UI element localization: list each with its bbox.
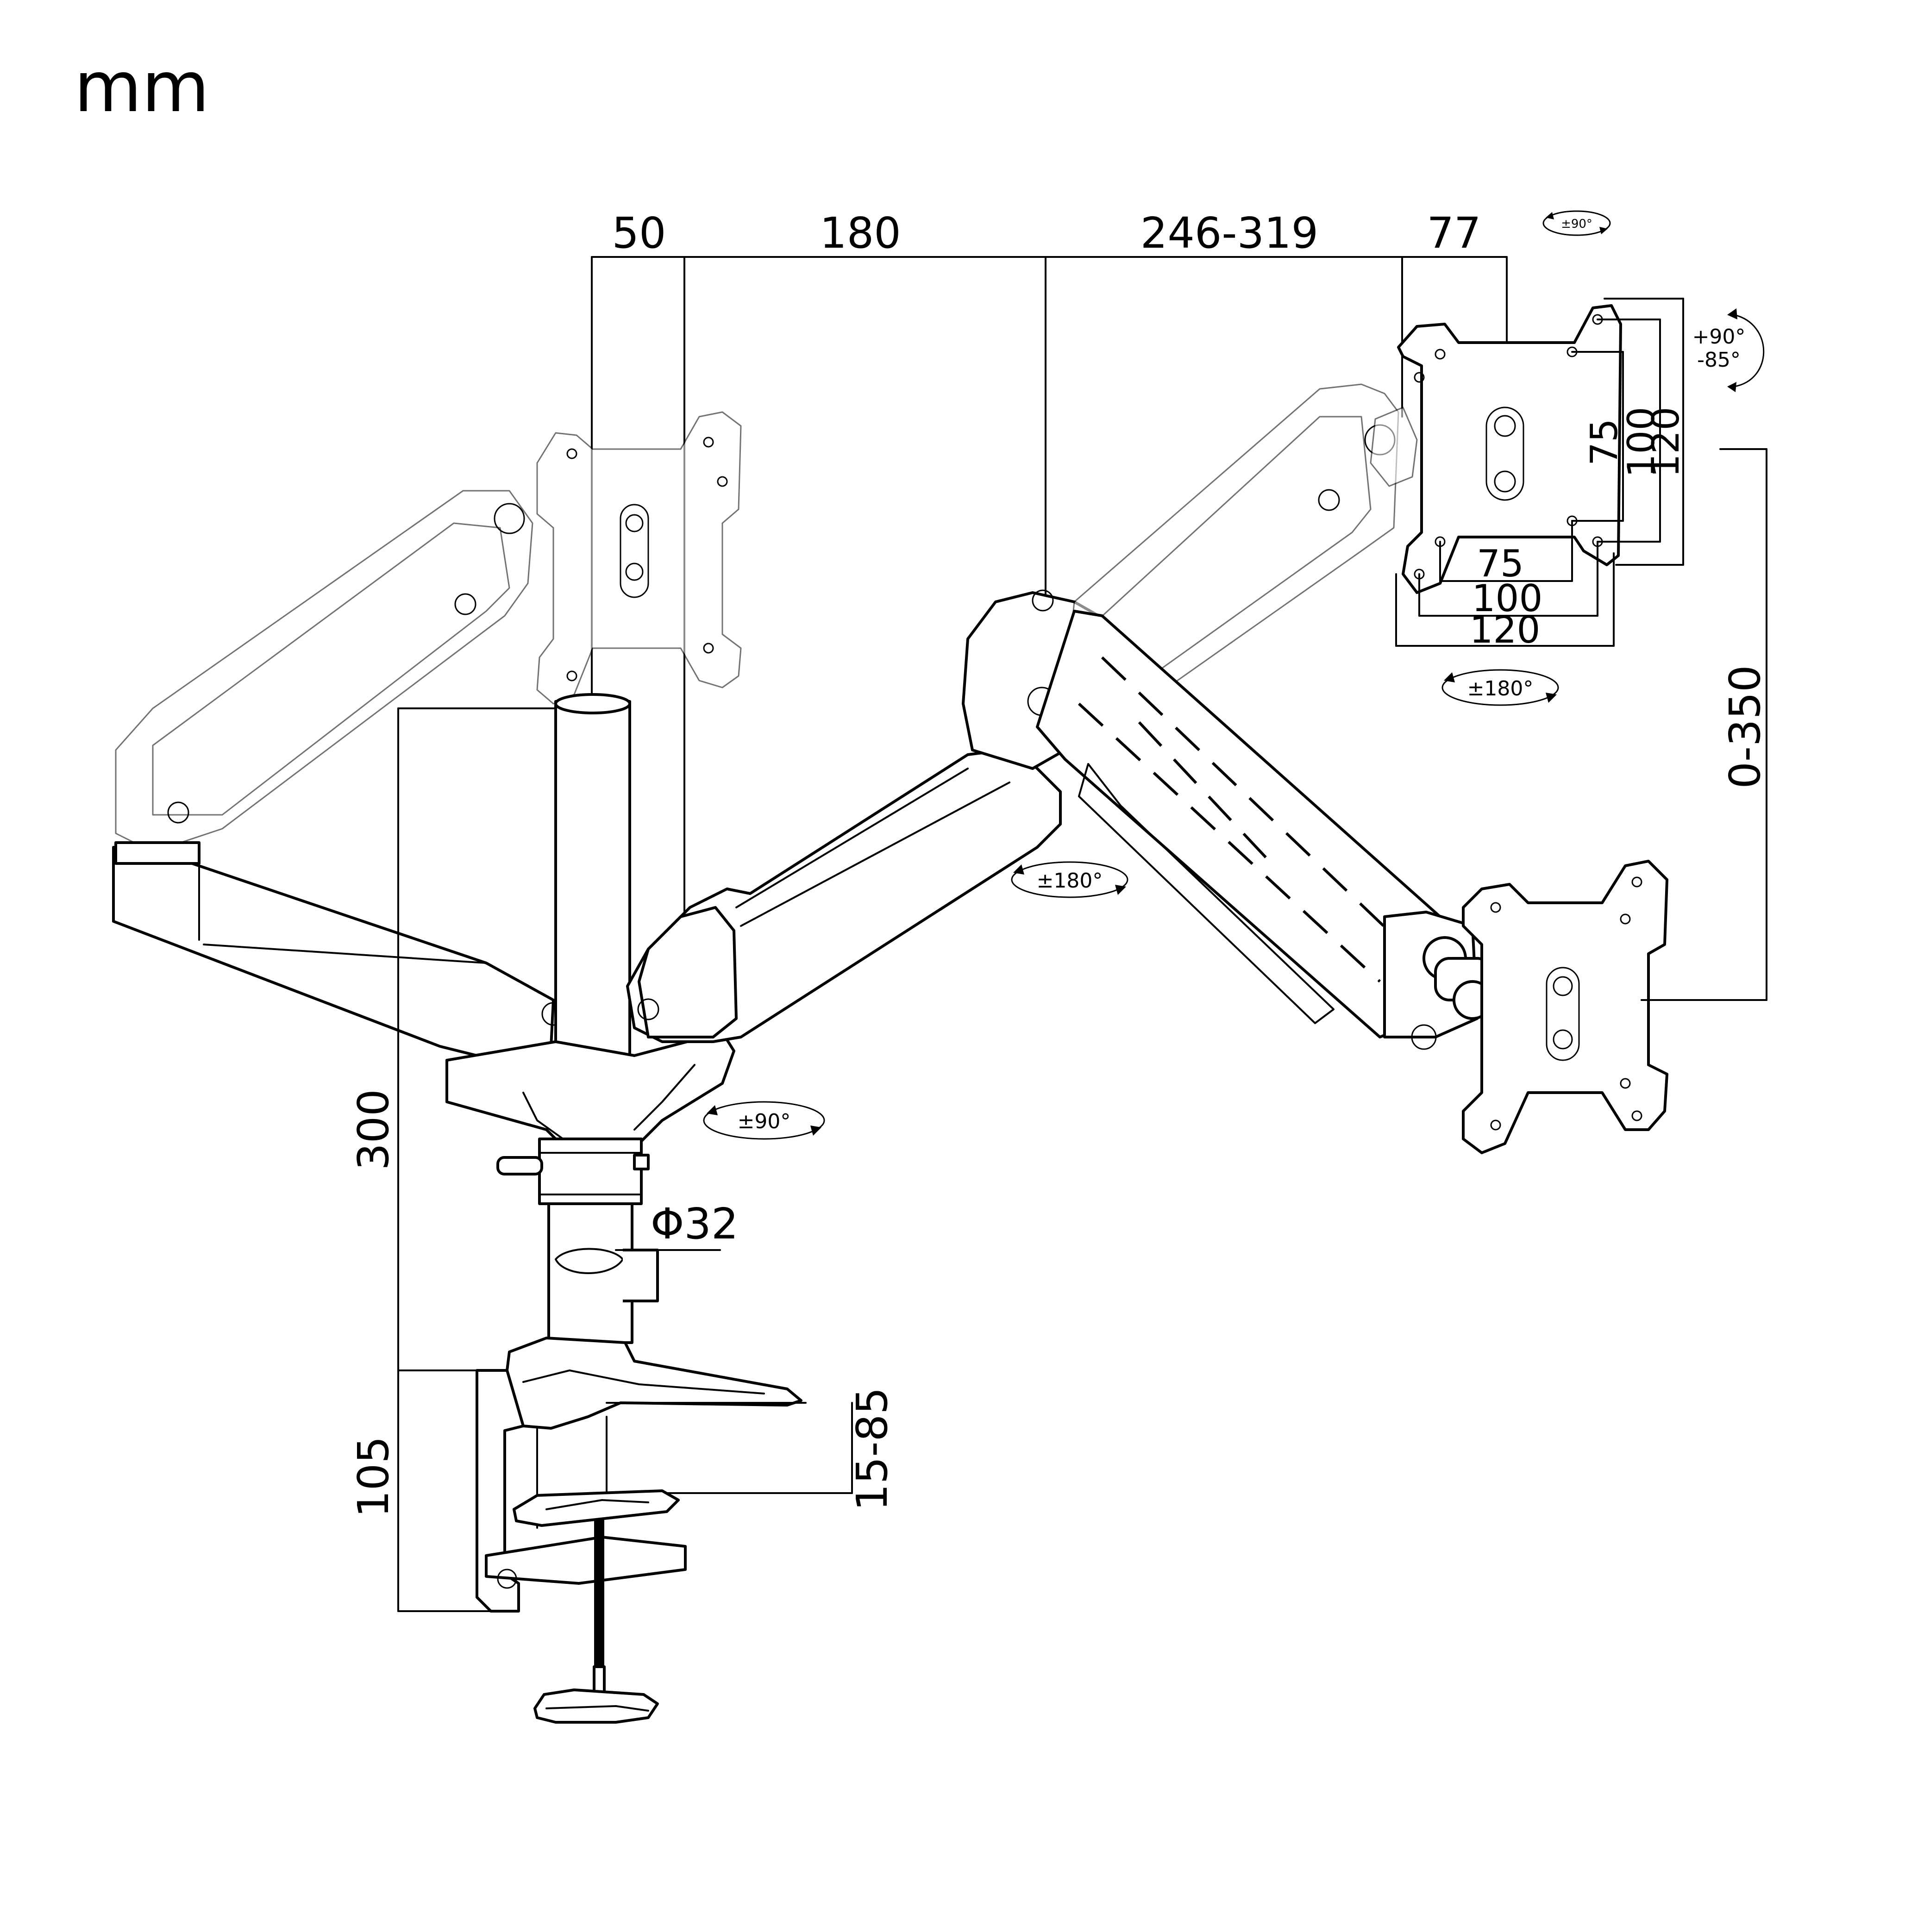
left-vesa-plate bbox=[536, 411, 742, 705]
rotation-arrow-icon bbox=[1542, 210, 1611, 236]
elbow-swivel-indicator: ±180° bbox=[1011, 861, 1128, 898]
collar-knob bbox=[496, 1156, 543, 1175]
left-monitor-arm bbox=[112, 411, 742, 1066]
plate-swivel-label: ±180° bbox=[1467, 677, 1534, 700]
unit-label: mm bbox=[74, 47, 209, 128]
rotation-arrow-icon bbox=[1011, 861, 1128, 898]
clamp-range-dimension bbox=[606, 1402, 853, 1494]
pole-diameter-label: Φ32 bbox=[651, 1199, 738, 1249]
vesa-75-vertical: 75 bbox=[1583, 419, 1626, 466]
vesa-75-horizontal: 75 bbox=[1477, 542, 1524, 585]
vesa-detail bbox=[1370, 298, 1684, 647]
plate-swivel-indicator: ±180° bbox=[1441, 669, 1559, 706]
tilt-down-label: -85° bbox=[1697, 348, 1741, 372]
rotation-arrow-icon bbox=[1441, 669, 1559, 706]
right-vesa-plate bbox=[1462, 860, 1668, 1154]
tilt-arrow-icon bbox=[1734, 314, 1765, 388]
tilt-up-label: +90° bbox=[1692, 325, 1746, 349]
dimension-77: 77 bbox=[1427, 208, 1481, 258]
right-monitor-arm bbox=[626, 383, 1668, 1154]
top-tilt-indicator: ±90° bbox=[1542, 210, 1611, 236]
dimension-105: 105 bbox=[349, 1436, 398, 1518]
dimension-50: 50 bbox=[612, 208, 666, 258]
height-range-dimension bbox=[1641, 448, 1767, 1001]
vesa-100-horizontal: 100 bbox=[1472, 577, 1543, 620]
vesa-120-horizontal: 120 bbox=[1470, 608, 1541, 651]
elbow-swivel-label: ±180° bbox=[1037, 869, 1103, 893]
tilt-indicator: +90° -85° bbox=[1692, 308, 1765, 392]
dimension-15-85: 15-85 bbox=[847, 1387, 897, 1511]
center-pole bbox=[445, 693, 735, 1344]
dimension-300: 300 bbox=[349, 1089, 398, 1170]
dimension-180: 180 bbox=[820, 208, 901, 258]
base-swivel-label: ±90° bbox=[738, 1110, 791, 1133]
desk-clamp-icon bbox=[476, 1337, 802, 1724]
rotation-arrow-icon bbox=[703, 1101, 825, 1140]
dimension-246-319: 246-319 bbox=[1140, 208, 1318, 258]
base-swivel-indicator: ±90° bbox=[703, 1101, 825, 1140]
vesa-plate-icon bbox=[1397, 304, 1622, 594]
left-height-dimensions bbox=[397, 707, 557, 1612]
vesa-120-vertical: 120 bbox=[1644, 407, 1687, 478]
dimension-0-350: 0-350 bbox=[1720, 665, 1770, 788]
top-tilt-label: ±90° bbox=[1561, 217, 1592, 231]
vesa-100-vertical: 100 bbox=[1620, 407, 1663, 478]
